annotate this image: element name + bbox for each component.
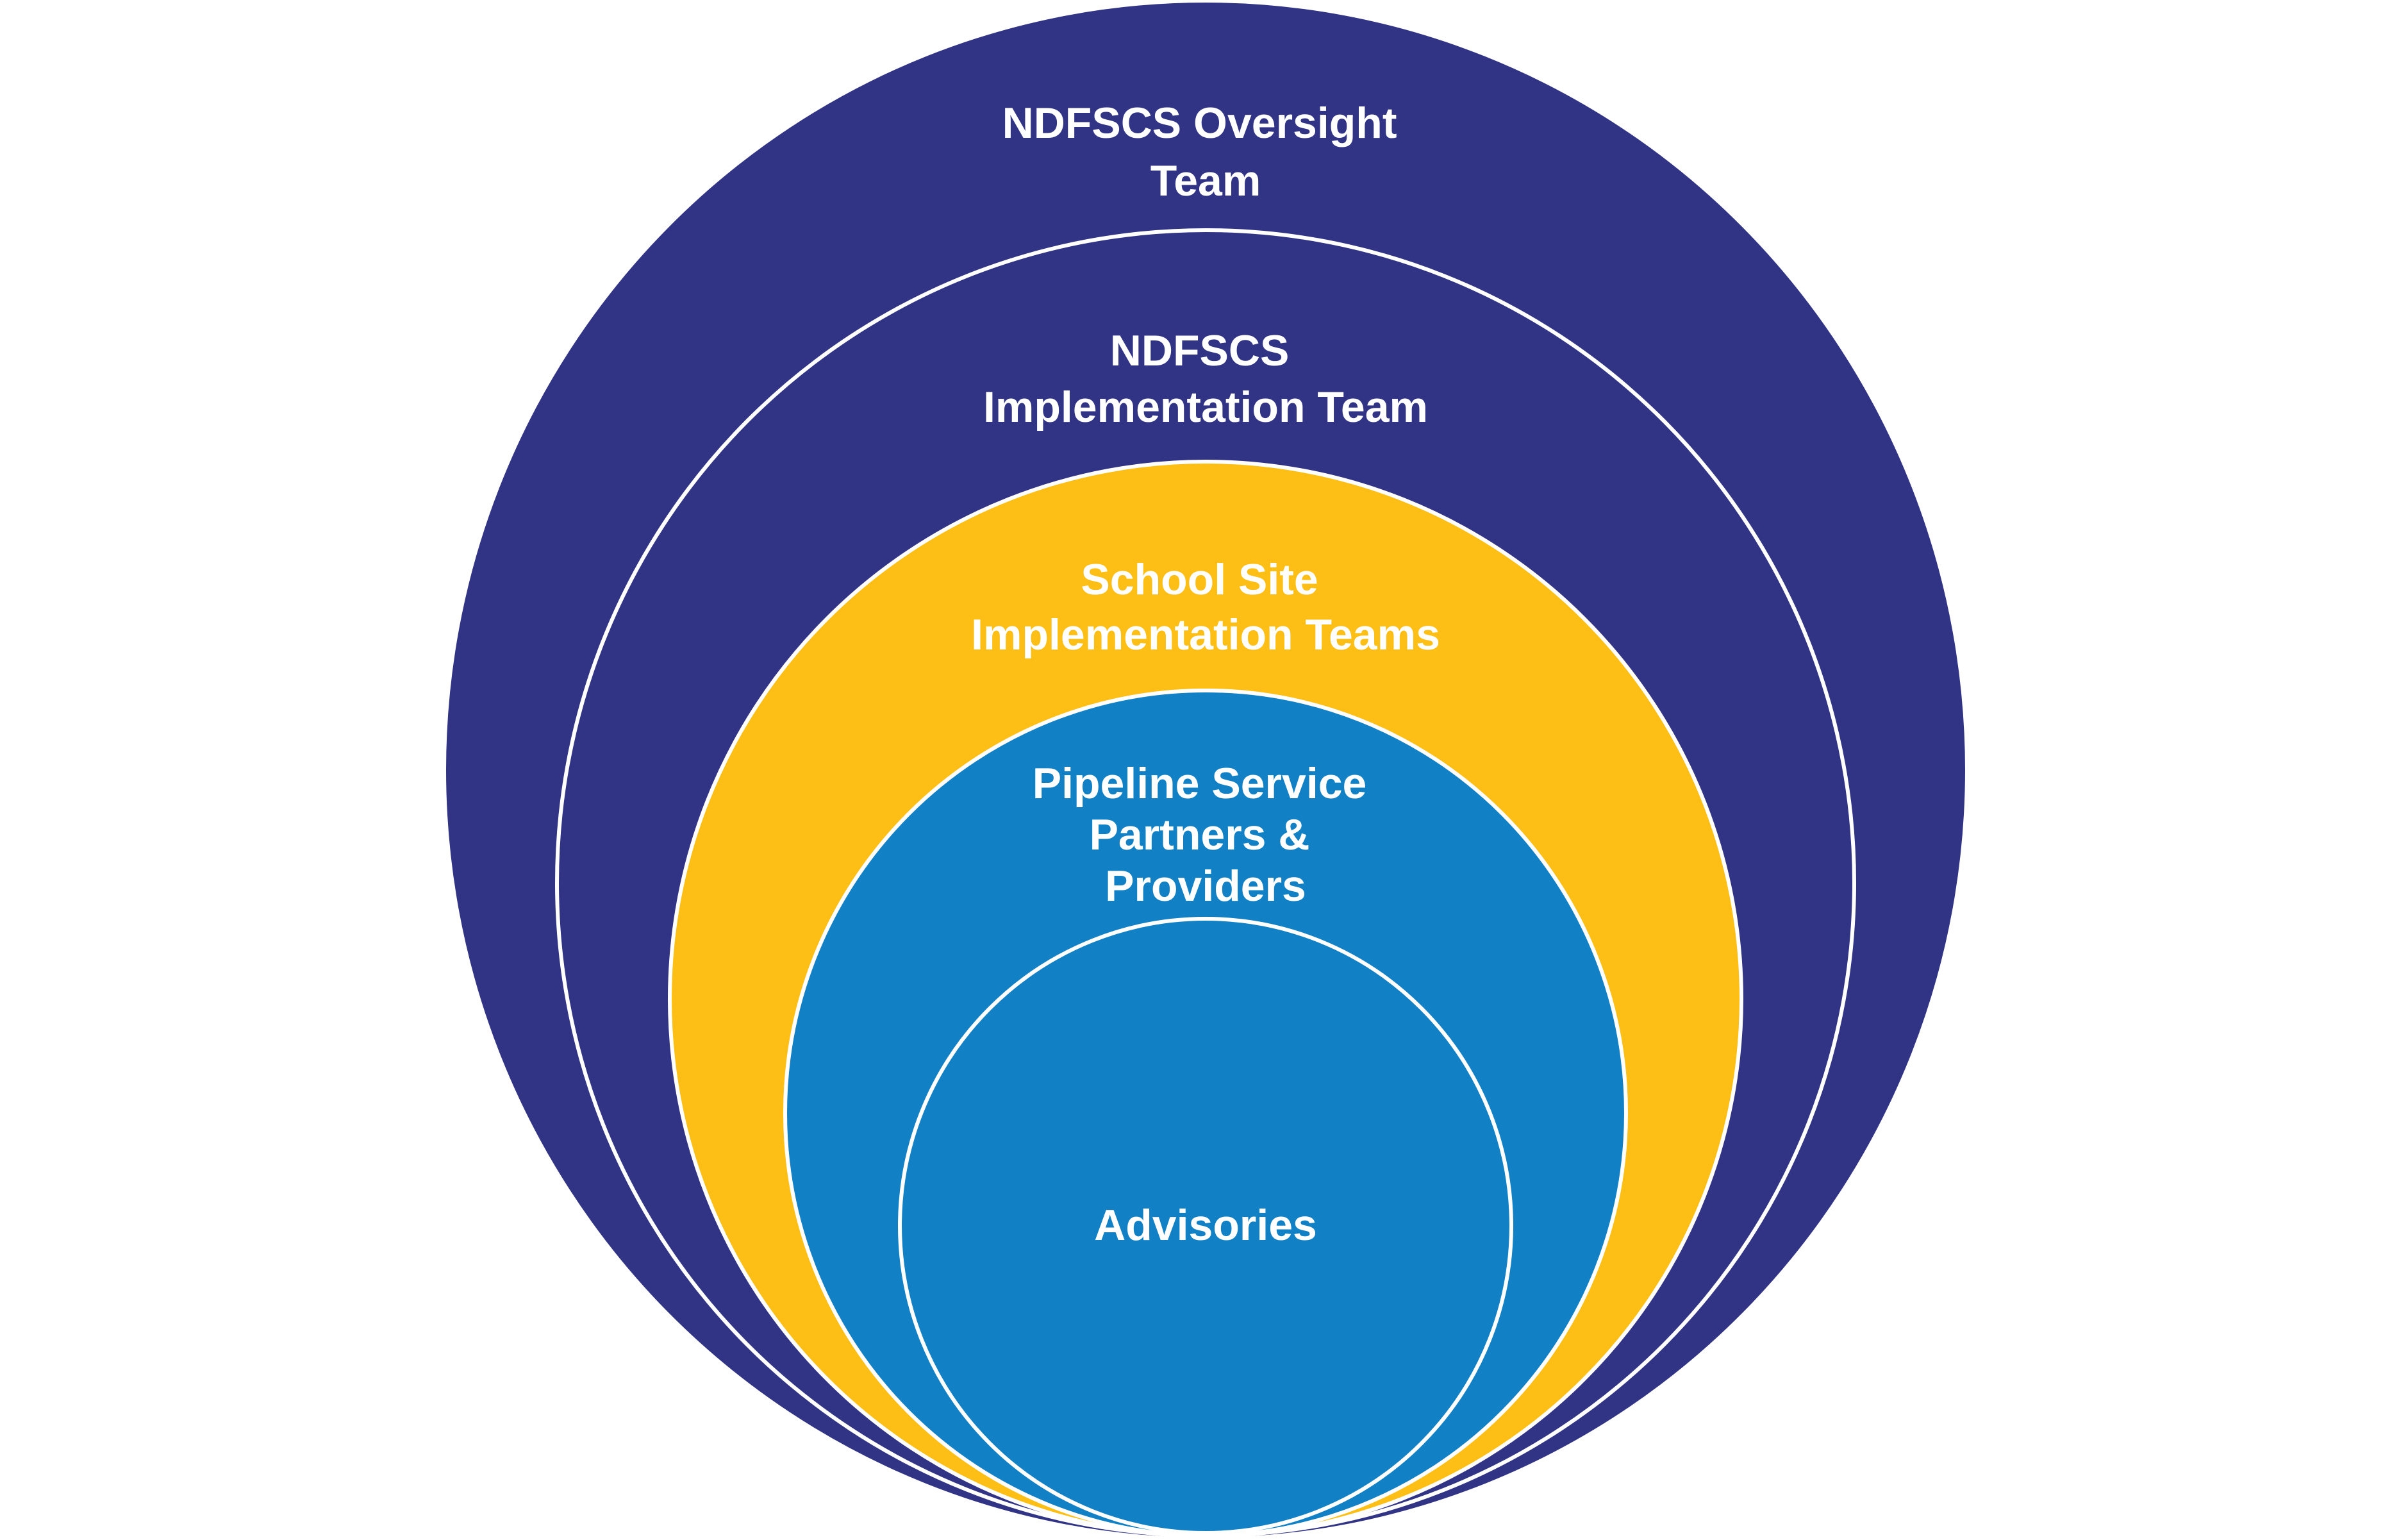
ring-pipeline-line-2: Partners & bbox=[1090, 810, 1310, 859]
ring-school-site-line-2: Implementation Teams bbox=[971, 610, 1440, 659]
ring-pipeline-line-3: Providers bbox=[1105, 862, 1306, 910]
ring-pipeline-label: Pipeline Service Partners & Providers bbox=[1033, 759, 1379, 910]
ring-school-site-label: School Site Implementation Teams bbox=[971, 555, 1440, 659]
ring-advisories-label: Advisories bbox=[1094, 1201, 1317, 1250]
ring-oversight-line-2: Team bbox=[1150, 156, 1261, 205]
ring-advisories-circle bbox=[898, 917, 1513, 1535]
ring-implementation-line-2: Implementation Team bbox=[983, 383, 1428, 431]
ring-implementation-label: NDFSCS Implementation Team bbox=[983, 326, 1428, 431]
ring-oversight-line-1: NDFSCS Oversight bbox=[1002, 99, 1397, 147]
ring-advisories-line-1: Advisories bbox=[1094, 1201, 1317, 1250]
ring-implementation-line-1: NDFSCS bbox=[1110, 326, 1290, 375]
ring-school-site-line-1: School Site bbox=[1081, 555, 1318, 604]
ring-advisories: Advisories bbox=[898, 917, 1513, 1535]
ring-oversight-label: NDFSCS Oversight Team bbox=[1002, 99, 1409, 205]
ring-pipeline-line-1: Pipeline Service bbox=[1033, 759, 1367, 808]
